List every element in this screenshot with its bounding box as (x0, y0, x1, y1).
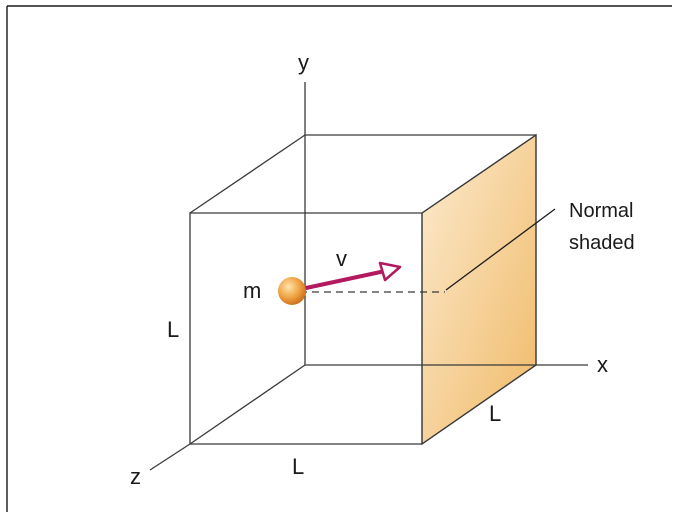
note-line-1: Normal (569, 200, 633, 222)
velocity-arrow-shaft (304, 269, 387, 290)
edge-bottom-length-label: L (292, 454, 304, 479)
x-axis-label: x (597, 352, 608, 377)
z-axis-label: z (130, 464, 141, 489)
mass-label: m (243, 278, 261, 303)
velocity-label: v (336, 246, 347, 271)
cube-edge-bottom-left (189, 364, 306, 445)
velocity-arrow-head (378, 261, 402, 282)
z-axis-line (149, 443, 191, 471)
edge-left-length-label: L (167, 317, 179, 342)
cube-front-face (189, 212, 423, 445)
cube-edge-bottom-right (421, 364, 537, 445)
note-line-2: shaded (569, 232, 635, 254)
y-axis-label: y (298, 50, 309, 75)
shaded-face (421, 133, 537, 446)
cube-edge-top-left (189, 134, 306, 214)
note-pointer-line (445, 208, 556, 291)
edge-depth-length-label: L (489, 401, 501, 426)
mass-ball (278, 277, 306, 305)
cube-edge-top-right (421, 134, 537, 214)
